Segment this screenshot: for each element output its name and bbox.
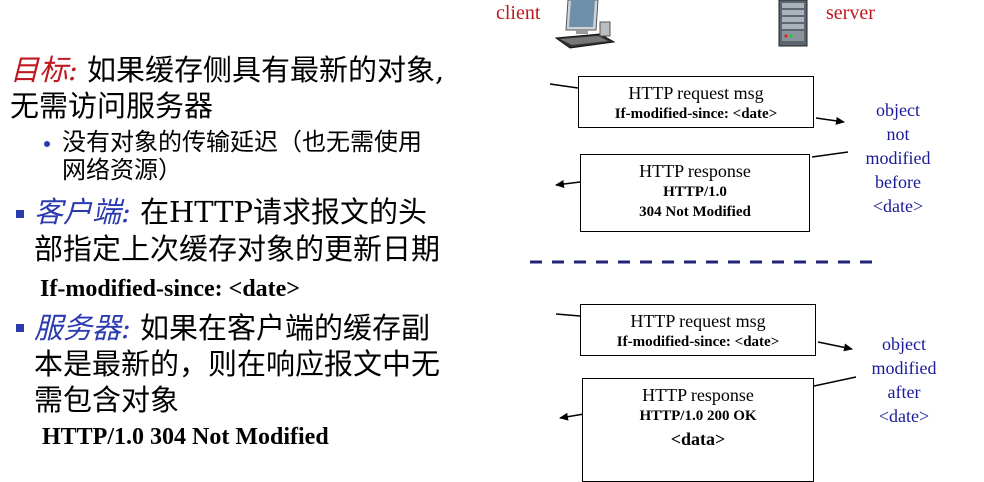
top-note-line: before bbox=[875, 172, 921, 192]
bottom-note: object modified after <date> bbox=[858, 332, 950, 428]
goal-line2: 无需访问服务器 bbox=[10, 89, 214, 123]
bullet-square bbox=[16, 210, 24, 218]
bottom-note-line: <date> bbox=[878, 406, 930, 426]
bottom-note-line: object bbox=[882, 334, 926, 354]
bottom-response-line-in bbox=[813, 376, 857, 387]
top-response-line-in bbox=[811, 151, 849, 158]
client-label: client bbox=[496, 2, 541, 24]
goal-line1: 如果缓存侧具有最新的对象, bbox=[77, 53, 445, 87]
client-paragraph: 客户端: 在HTTP请求报文的头 部指定上次缓存对象的更新日期 bbox=[34, 194, 440, 268]
bottom-request-title: HTTP request msg bbox=[630, 311, 766, 331]
client-label: 客户端: bbox=[34, 195, 131, 229]
server-label: server bbox=[826, 2, 875, 24]
bottom-request-arrow bbox=[817, 341, 853, 352]
bullet-dot bbox=[44, 141, 50, 147]
bottom-note-line: modified bbox=[871, 358, 937, 378]
top-request-arrow bbox=[815, 116, 845, 125]
client-line1: 在HTTP请求报文的头 bbox=[130, 195, 428, 229]
computer-icon bbox=[554, 0, 616, 49]
bottom-response-title: HTTP response bbox=[642, 385, 754, 405]
server-line3: 需包含对象 bbox=[34, 383, 180, 417]
goal-paragraph: 目标: 如果缓存侧具有最新的对象, 无需访问服务器 bbox=[10, 52, 444, 124]
bottom-request-line-in bbox=[555, 313, 581, 317]
server-icon bbox=[778, 0, 808, 47]
server-line2: 本是最新的，则在响应报文中无 bbox=[34, 347, 441, 381]
goal-sub-paragraph: 没有对象的传输延迟（也无需使用 网络资源） bbox=[62, 128, 422, 184]
top-response-line2: 304 Not Modified bbox=[639, 204, 751, 220]
top-response-box: HTTP response HTTP/1.0 304 Not Modified bbox=[580, 154, 810, 232]
top-request-line-in bbox=[549, 83, 579, 89]
bullet-square bbox=[16, 324, 24, 332]
top-request-title: HTTP request msg bbox=[628, 83, 764, 103]
top-note-line: <date> bbox=[872, 196, 924, 216]
bottom-response-box: HTTP response HTTP/1.0 200 OK <data> bbox=[582, 378, 814, 482]
top-note-line: modified bbox=[865, 148, 931, 168]
top-request-box: HTTP request msg If-modified-since: <dat… bbox=[578, 76, 814, 128]
goal-sub-line2: 网络资源） bbox=[62, 156, 182, 184]
server-line1: 如果在客户端的缓存副 bbox=[130, 311, 430, 345]
client-line2: 部指定上次缓存对象的更新日期 bbox=[34, 232, 441, 266]
server-label: 服务器: bbox=[34, 311, 131, 345]
top-request-header: If-modified-since: <date> bbox=[614, 106, 778, 122]
bottom-response-line1: HTTP/1.0 200 OK bbox=[639, 408, 757, 424]
bottom-response-data: <data> bbox=[670, 429, 726, 449]
top-response-arrow bbox=[555, 180, 581, 188]
bottom-note-line: after bbox=[887, 382, 921, 402]
goal-label: 目标: bbox=[10, 53, 78, 87]
bottom-request-box: HTTP request msg If-modified-since: <dat… bbox=[580, 304, 816, 356]
top-note-line: object bbox=[876, 100, 920, 120]
goal-sub-line1: 没有对象的传输延迟（也无需使用 bbox=[62, 128, 422, 156]
bottom-request-header: If-modified-since: <date> bbox=[616, 334, 780, 350]
client-header-example: If-modified-since: <date> bbox=[40, 276, 300, 302]
top-response-title: HTTP response bbox=[639, 161, 751, 181]
server-response-example: HTTP/1.0 304 Not Modified bbox=[42, 424, 329, 450]
top-note-line: not bbox=[886, 124, 910, 144]
top-note: object not modified before <date> bbox=[852, 98, 944, 218]
top-response-line1: HTTP/1.0 bbox=[663, 184, 727, 200]
server-paragraph: 服务器: 如果在客户端的缓存副 本是最新的，则在响应报文中无 需包含对象 bbox=[34, 310, 440, 418]
bottom-response-arrow bbox=[559, 412, 585, 421]
